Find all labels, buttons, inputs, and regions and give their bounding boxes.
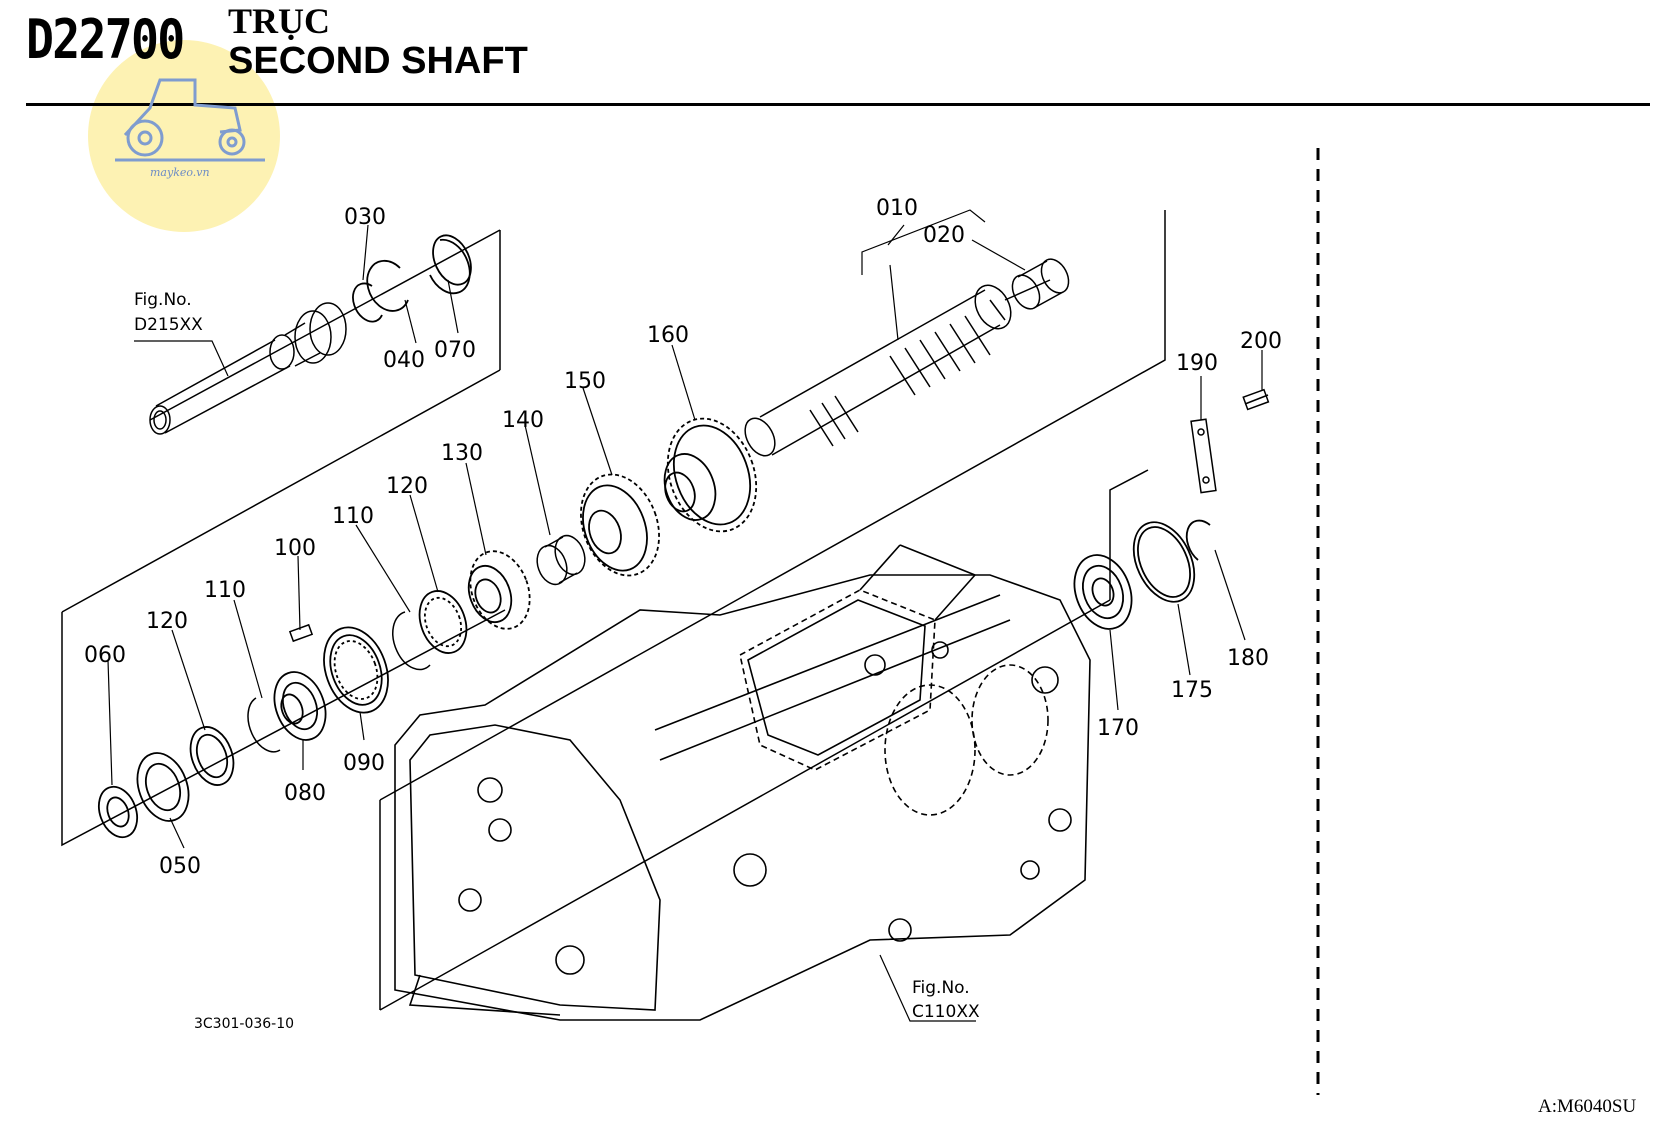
synchro-ring-120a xyxy=(418,590,468,654)
callout-120a: 120 xyxy=(386,474,428,499)
drawing-number: 3C301-036-10 xyxy=(194,1016,294,1032)
snap-ring-180 xyxy=(1185,519,1211,561)
gear-050 xyxy=(136,752,190,822)
key-100 xyxy=(288,623,314,643)
sleeve-090 xyxy=(323,626,389,714)
callout-110b: 110 xyxy=(204,578,246,603)
callout-140: 140 xyxy=(502,408,544,433)
bushing-020 xyxy=(1011,258,1070,310)
callout-020: 020 xyxy=(923,223,965,248)
callout-070: 070 xyxy=(434,338,476,363)
gear-150 xyxy=(580,473,660,577)
callout-180: 180 xyxy=(1227,646,1269,671)
callout-200: 200 xyxy=(1240,329,1282,354)
callout-010: 010 xyxy=(876,196,918,221)
gear-160 xyxy=(663,417,758,533)
callout-110a: 110 xyxy=(332,504,374,529)
callout-100: 100 xyxy=(274,536,316,561)
spring-110a xyxy=(392,611,431,671)
transmission-housing xyxy=(394,544,1091,1021)
plate-190 xyxy=(1190,418,1217,494)
bearing-060 xyxy=(97,785,139,839)
bearing-170 xyxy=(1073,554,1133,630)
hub-080 xyxy=(273,671,327,741)
second-shaft-part xyxy=(744,279,1051,457)
spring-110b xyxy=(247,697,281,753)
footer-model-code: A:M6040SU xyxy=(1538,1096,1637,1117)
title-vietnamese: TRỤC xyxy=(228,1,331,41)
callout-050: 050 xyxy=(159,854,201,879)
leader-lines xyxy=(107,209,1263,1022)
section-code: D22700 xyxy=(26,8,185,71)
fig-ref-code-1: D215XX xyxy=(134,315,203,335)
title-english: SECOND SHAFT xyxy=(228,40,528,82)
callout-030: 030 xyxy=(344,205,386,230)
fig-ref-title-1: Fig.No. xyxy=(134,290,192,310)
group-frame-lower xyxy=(379,210,1166,1011)
callout-040: 040 xyxy=(383,348,425,373)
callout-labels: 010 020 030 040 050 060 070 080 090 100 … xyxy=(84,196,1282,1032)
callout-090: 090 xyxy=(343,751,385,776)
watermark-logo xyxy=(88,40,280,232)
bolt-200 xyxy=(1242,388,1270,411)
callout-175: 175 xyxy=(1171,678,1213,703)
callout-080: 080 xyxy=(284,781,326,806)
callout-170: 170 xyxy=(1097,716,1139,741)
callout-150: 150 xyxy=(564,369,606,394)
fig-ref-title-2: Fig.No. xyxy=(912,978,970,998)
snap-ring-175 xyxy=(1132,521,1196,603)
callout-160: 160 xyxy=(647,323,689,348)
gear-130 xyxy=(467,550,531,630)
callout-120b: 120 xyxy=(146,609,188,634)
callout-190: 190 xyxy=(1176,351,1218,376)
watermark-text: maykeo.vn xyxy=(150,166,210,179)
input-shaft-part xyxy=(149,302,347,435)
group-frame-upper xyxy=(61,229,506,847)
synchro-ring-120b xyxy=(189,726,235,786)
fig-ref-code-2: C110XX xyxy=(912,1002,980,1022)
needle-bearing-140 xyxy=(536,534,586,586)
header-divider xyxy=(26,103,1650,106)
tractor-icon xyxy=(115,78,265,162)
snap-ring-030 xyxy=(352,234,472,323)
callout-060: 060 xyxy=(84,643,126,668)
callout-130: 130 xyxy=(441,441,483,466)
